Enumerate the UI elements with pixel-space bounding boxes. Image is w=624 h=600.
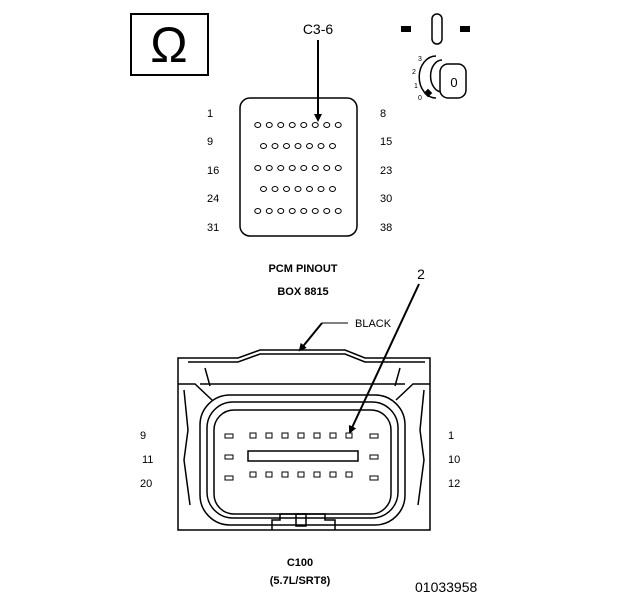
c100-left-pin-9: 9 xyxy=(140,430,146,442)
pcm-pin-cavity xyxy=(260,143,267,149)
pcm-pin-cavity xyxy=(329,143,336,149)
c100-title: C100 xyxy=(287,557,313,569)
c100-side-cavity xyxy=(369,475,379,481)
pcm-pin-cavity xyxy=(288,208,296,214)
pcm-pin-cavity xyxy=(277,208,285,214)
figure-number: 01033958 xyxy=(415,579,478,595)
pcm-pin-cavity xyxy=(271,186,279,192)
pcm-pin-cavity xyxy=(265,208,273,214)
pcm-pin-cavity xyxy=(283,143,290,149)
c100-pin-cavity xyxy=(249,471,257,478)
c100-color-arrow xyxy=(298,322,323,352)
c100-subtitle: (5.7L/SRT8) xyxy=(270,575,331,587)
pcm-pin-cavity xyxy=(300,208,308,214)
pcm-title: PCM PINOUT xyxy=(268,263,337,275)
pcm-pin-cavity xyxy=(317,186,325,192)
pcm-pin-cavity xyxy=(254,122,262,128)
pcm-pin-cavity xyxy=(265,165,273,171)
pcm-right-pin-38: 38 xyxy=(380,222,392,234)
pcm-pin-cavity xyxy=(277,165,285,171)
pcm-pin-cavity xyxy=(260,186,267,192)
c100-left-pin-20: 20 xyxy=(140,478,152,490)
c100-color-label: BLACK xyxy=(355,318,392,330)
c100-pin-cavity xyxy=(265,432,273,439)
c100-connector xyxy=(177,349,431,531)
pcm-pin-cavity xyxy=(311,122,319,128)
pcm-pin-cavity xyxy=(329,186,336,192)
pcm-right-pin-15: 15 xyxy=(380,136,392,148)
pcm-left-pin-16: 16 xyxy=(207,165,219,177)
pcm-pin-cavity xyxy=(300,122,308,128)
pcm-pin-cavity xyxy=(288,165,296,171)
pcm-pin-cavity xyxy=(265,122,273,128)
c100-side-cavity xyxy=(369,454,379,460)
c100-right-pin-10: 10 xyxy=(448,454,460,466)
c100-side-cavity xyxy=(369,433,379,439)
pcm-pin-cavity xyxy=(311,208,319,214)
pcm-pin-cavity xyxy=(288,122,296,128)
ignition-key-switch-icon: 0 3 2 1 0 xyxy=(401,13,470,102)
c100-pin-grid xyxy=(224,432,379,481)
ignition-position-0: 0 xyxy=(418,95,422,102)
pcm-pin-cavity xyxy=(323,208,331,214)
c100-right-pin-1: 1 xyxy=(448,430,454,442)
pcm-pin-cavity xyxy=(283,186,290,192)
ohm-symbol: Ω xyxy=(150,17,187,73)
pcm-pin-cavity xyxy=(277,122,285,128)
pcm-pin-cavity xyxy=(323,122,331,128)
pcm-pin-cavity xyxy=(311,165,319,171)
pcm-pin-cavity xyxy=(294,186,302,192)
c100-side-cavity xyxy=(224,475,234,481)
pcm-left-pin-1: 1 xyxy=(207,108,213,120)
c100-pin-cavity xyxy=(265,471,273,478)
pcm-pin-cavity xyxy=(271,143,279,149)
pcm-right-pin-23: 23 xyxy=(380,165,392,177)
ignition-position-2: 2 xyxy=(412,69,416,76)
pcm-pin-cavity xyxy=(306,186,313,192)
pcm-pin-cavity xyxy=(317,143,325,149)
c100-pin-cavity xyxy=(281,471,289,478)
c100-pin-cavity xyxy=(345,471,353,478)
ohm-meter-icon: Ω xyxy=(130,13,209,76)
c100-pin-cavity xyxy=(313,471,321,478)
ignition-position-3: 3 xyxy=(418,56,422,63)
pcm-subtitle: BOX 8815 xyxy=(277,286,328,298)
pcm-pin-cavity xyxy=(334,208,342,214)
pcm-right-pin-30: 30 xyxy=(380,193,392,205)
pcm-left-pin-31: 31 xyxy=(207,222,219,234)
ignition-position-1: 1 xyxy=(414,83,418,90)
pcm-pin-cavity xyxy=(254,165,262,171)
pcm-connector xyxy=(239,97,358,237)
pcm-pin-cavity xyxy=(294,143,302,149)
c100-callout-label: 2 xyxy=(417,266,425,282)
c100-pin-cavity xyxy=(313,432,321,439)
pcm-pin-cavity xyxy=(334,165,342,171)
c100-pin-cavity xyxy=(281,432,289,439)
pcm-pin-grid xyxy=(254,122,342,214)
pcm-left-pin-24: 24 xyxy=(207,193,219,205)
c100-right-pin-12: 12 xyxy=(448,478,460,490)
pcm-pin-cavity xyxy=(254,208,262,214)
pcm-left-pin-9: 9 xyxy=(207,136,213,148)
c100-side-cavity xyxy=(224,454,234,460)
c100-pin-cavity xyxy=(297,432,305,439)
pcm-pin-cavity xyxy=(300,165,308,171)
pcm-pin-cavity xyxy=(334,122,342,128)
pcm-right-pin-8: 8 xyxy=(380,108,386,120)
c100-left-pin-11: 11 xyxy=(142,454,153,466)
c100-pin-cavity xyxy=(329,432,337,439)
c100-pin-cavity xyxy=(329,471,337,478)
c100-pin-cavity xyxy=(249,432,257,439)
pcm-pin-cavity xyxy=(323,165,331,171)
c100-side-cavity xyxy=(224,433,234,439)
pcm-pin-cavity xyxy=(306,143,313,149)
c100-pin-cavity xyxy=(345,432,353,439)
ignition-key-label: 0 xyxy=(450,75,457,90)
c100-pin-cavity xyxy=(297,471,305,478)
pcm-callout-label: C3-6 xyxy=(303,21,334,37)
